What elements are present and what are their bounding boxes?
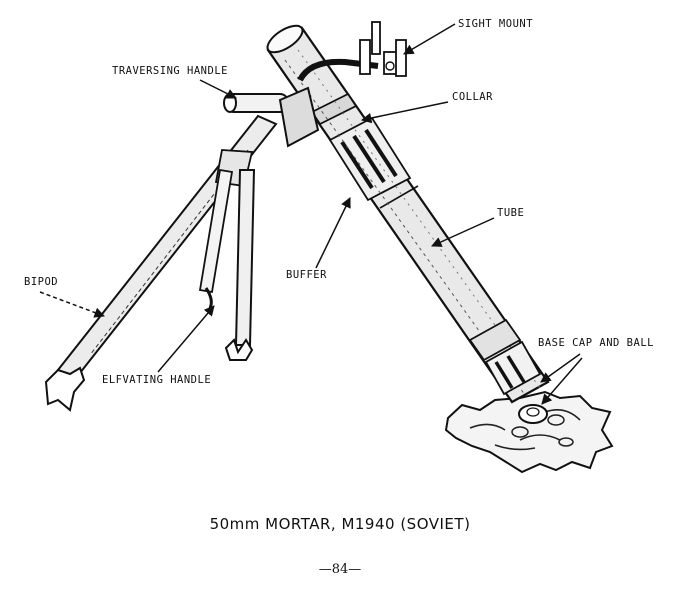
base-cap (518, 404, 548, 424)
leader-bipod (39, 291, 105, 318)
label-tube: TUBE (497, 207, 524, 219)
leader-tube (431, 217, 495, 247)
leader-elevating-handle (157, 305, 215, 373)
leader-collar (360, 101, 449, 124)
label-traversing-handle: TRAVERSING HANDLE (112, 65, 228, 77)
figure-caption: 50mm MORTAR, M1940 (SOVIET) (209, 515, 471, 533)
mortar-tube (266, 24, 550, 404)
leader-base-cap (540, 353, 581, 383)
leader-lines (39, 23, 583, 405)
leader-base-ball (541, 357, 583, 405)
leader-sight-mount (403, 23, 456, 55)
label-elevating-handle: ELFVATING HANDLE (102, 374, 211, 386)
bipod (44, 114, 278, 412)
label-buffer: BUFFER (286, 269, 327, 281)
sight-mount (297, 21, 407, 82)
label-sight-mount: SIGHT MOUNT (458, 18, 533, 30)
traversing-handle (223, 86, 320, 148)
label-base-cap-and-ball: BASE CAP AND BALL (538, 337, 654, 349)
leader-buffer (315, 197, 351, 269)
base-plate (444, 390, 614, 474)
label-bipod: BIPOD (24, 276, 58, 288)
page-number: —84— (318, 562, 362, 577)
label-collar: COLLAR (452, 91, 493, 103)
leader-traversing-handle (199, 79, 237, 99)
